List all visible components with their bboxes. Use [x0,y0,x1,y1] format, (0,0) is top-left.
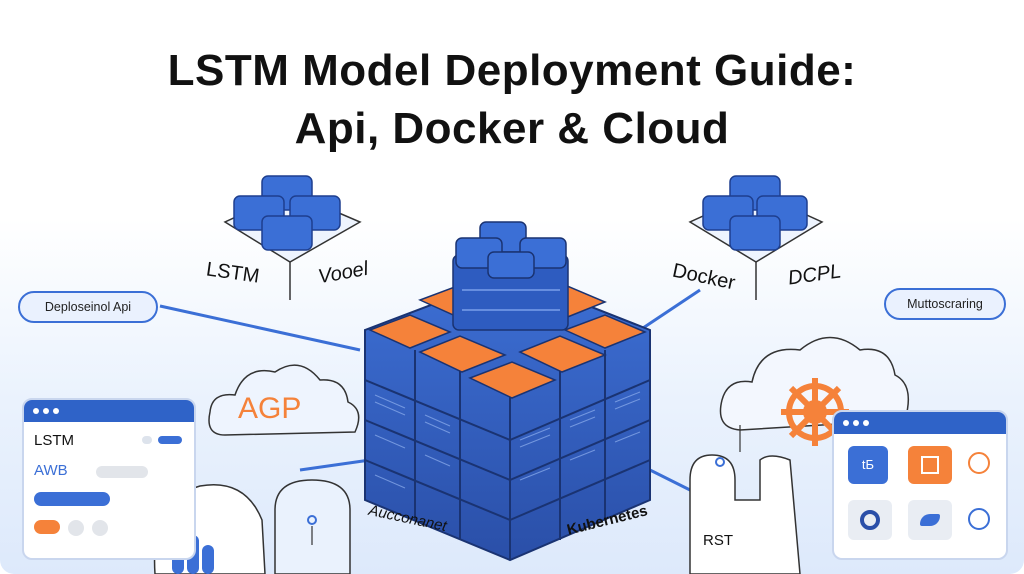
power-icon[interactable] [968,508,990,530]
window-dot [53,408,59,414]
tile-blue-text: tБ [861,457,875,472]
rst-hand-icon [689,425,801,574]
orange-circle-icon[interactable] [968,452,990,474]
window-dot [853,420,859,426]
mouse-icon [274,479,351,574]
primary-button[interactable] [34,492,110,506]
gear-icon [860,510,880,530]
grey-dot[interactable] [92,520,108,536]
monitoring-pill[interactable]: Muttoscraring [884,288,1006,320]
gear-tile[interactable] [848,500,892,540]
window-dot [843,420,849,426]
server-stack [364,221,651,562]
connector-lines [159,288,701,497]
title-line-1: LSTM Model Deployment Guide: [167,46,857,95]
window-dot [863,420,869,426]
home-icon [921,456,939,474]
progress-placeholder [96,466,148,478]
lstm-cube-cluster [223,175,362,300]
orange-chip[interactable] [34,520,60,534]
left-app-window: LSTM AWB [22,398,196,560]
window-dot [43,408,49,414]
bird-tile[interactable] [908,500,952,540]
docker-cube-cluster [688,175,824,300]
left-window-titlebar [24,400,194,422]
agp-text: AGP [238,392,302,425]
right-app-window: tБ [832,410,1008,560]
agp-label: AGP [238,392,301,426]
rst-label: RST [703,532,733,549]
page-title: LSTM Model Deployment Guide: Api, Docker… [0,42,1024,158]
bird-icon [920,514,940,526]
left-window-row2: AWB [34,462,68,479]
deploy-api-pill[interactable]: Deploseinol Api [18,291,158,323]
title-line-2: Api, Docker & Cloud [294,104,730,153]
tile-blue[interactable]: tБ [848,446,888,484]
home-tile[interactable] [908,446,952,484]
toggle-on[interactable] [158,436,182,444]
grey-dot[interactable] [68,520,84,536]
window-dot [33,408,39,414]
cloud-icon [208,364,360,436]
left-window-row1: LSTM [34,432,75,449]
toggle-off[interactable] [142,436,152,444]
right-window-titlebar [834,412,1006,434]
